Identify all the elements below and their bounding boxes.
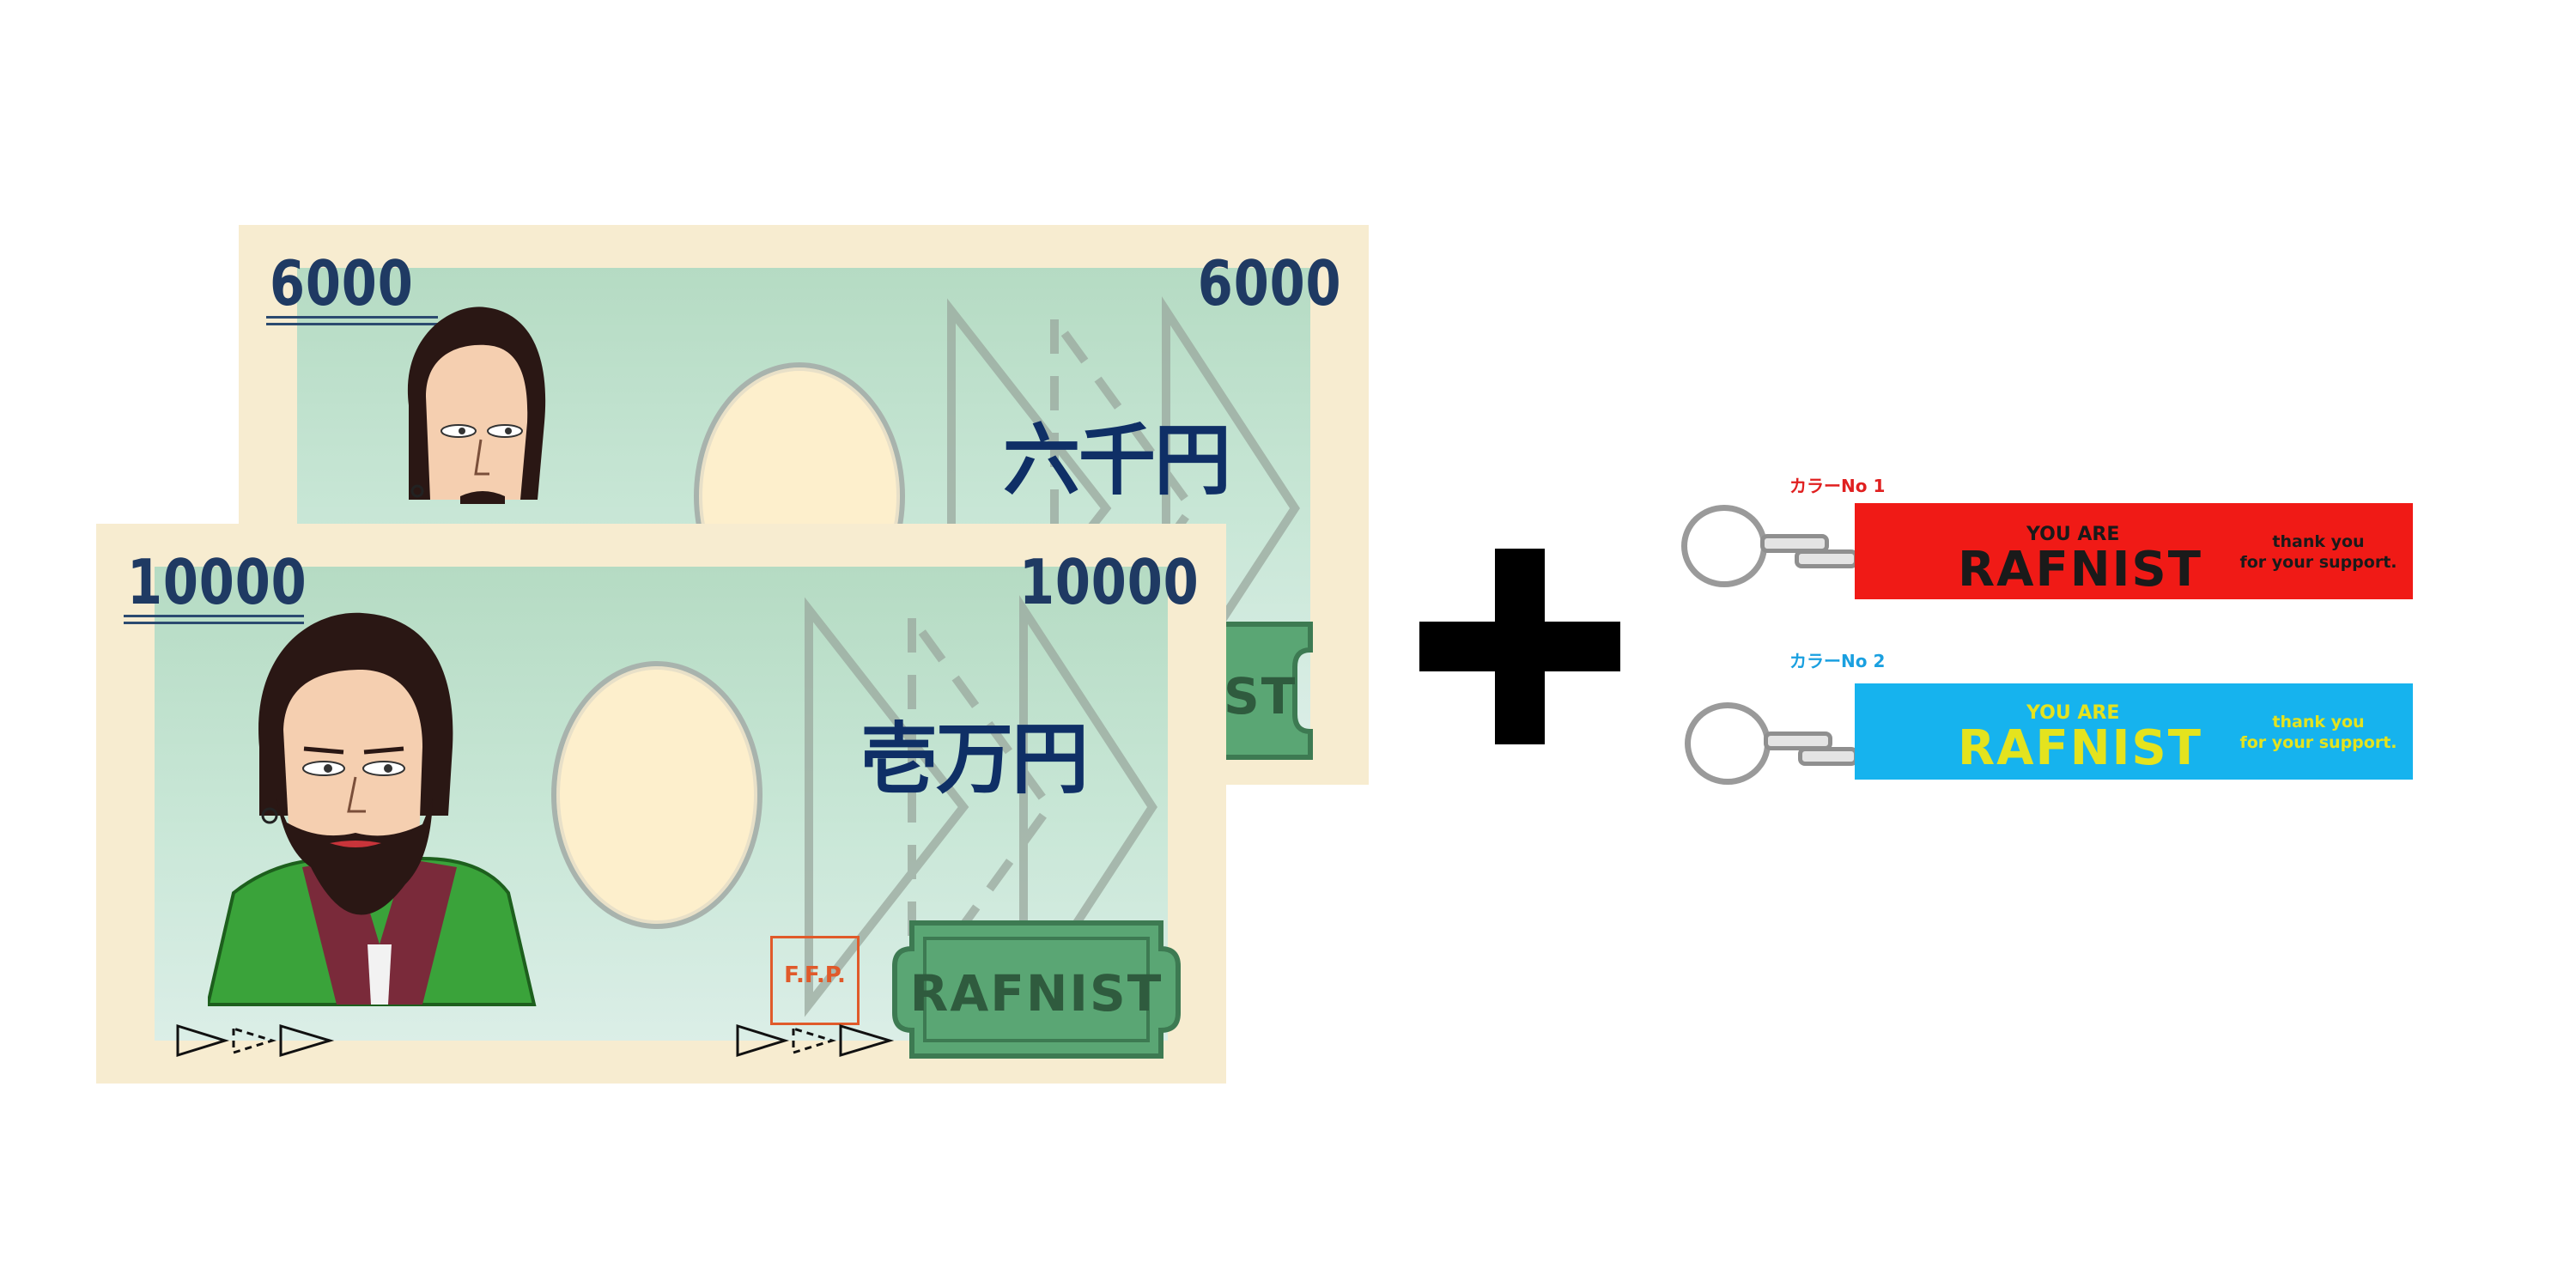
keychain-2-caption: カラーNo 2: [1789, 651, 1886, 671]
tag-small-text: YOU ARE: [2026, 524, 2120, 545]
banknote-kanji: 壱万円: [860, 714, 1089, 804]
plus-icon: [1495, 549, 1545, 744]
banknote-kanji: 六千円: [1003, 416, 1231, 506]
rafnist-plate: [892, 920, 1181, 1059]
keychain-2-tag[interactable]: YOU ARE RAFNIST thank you for your suppo…: [1855, 683, 2413, 780]
banknote-10000: 10000 10000 壱万円 F.F.P.: [96, 524, 1226, 1084]
denomination-top-left: 10000: [127, 546, 307, 618]
triangle-marks-icon: [736, 1023, 895, 1058]
key-ring-icon: [1681, 505, 1767, 587]
denomination-underline: [266, 323, 438, 325]
keychain-1-tag[interactable]: YOU ARE RAFNIST thank you for your suppo…: [1855, 503, 2413, 599]
denomination-top-right: 10000: [1018, 546, 1199, 618]
key-clip-icon: [1795, 549, 1858, 568]
tag-thanks-line-2: for your support.: [2239, 733, 2397, 752]
denomination-underline: [124, 622, 304, 624]
watermark-oval: [551, 661, 762, 929]
portrait-icon: [407, 307, 546, 504]
banknote-6000: 6000 6000 六千円 RAFNIST: [239, 225, 1369, 785]
rafnist-plate-label: RAFNIST: [909, 964, 1163, 1023]
chevron-pattern-icon: [805, 595, 1157, 1019]
tag-small-text: YOU ARE: [2026, 702, 2120, 724]
tag-thanks-line-1: thank you: [2272, 532, 2365, 551]
tag-thanks-line-2: for your support.: [2239, 553, 2397, 572]
tag-thanks-line-1: thank you: [2272, 713, 2365, 732]
tag-brand-text: RAFNIST: [1958, 720, 2202, 776]
seal-stamp: F.F.P.: [770, 936, 860, 1025]
key-clip-icon: [1798, 747, 1858, 766]
portrait-icon: [208, 612, 537, 1006]
triangle-marks-icon: [176, 1023, 335, 1058]
seal-text: F.F.P.: [784, 962, 846, 988]
keychain-1-caption: カラーNo 1: [1789, 476, 1886, 496]
denomination-underline: [266, 316, 438, 319]
key-clip-icon: [1764, 732, 1832, 750]
denomination-top-left: 6000: [270, 247, 414, 319]
denomination-underline: [124, 615, 304, 617]
key-clip-icon: [1760, 534, 1829, 553]
key-ring-icon: [1685, 702, 1771, 785]
tag-brand-text: RAFNIST: [1958, 542, 2202, 598]
denomination-top-right: 6000: [1197, 247, 1341, 319]
